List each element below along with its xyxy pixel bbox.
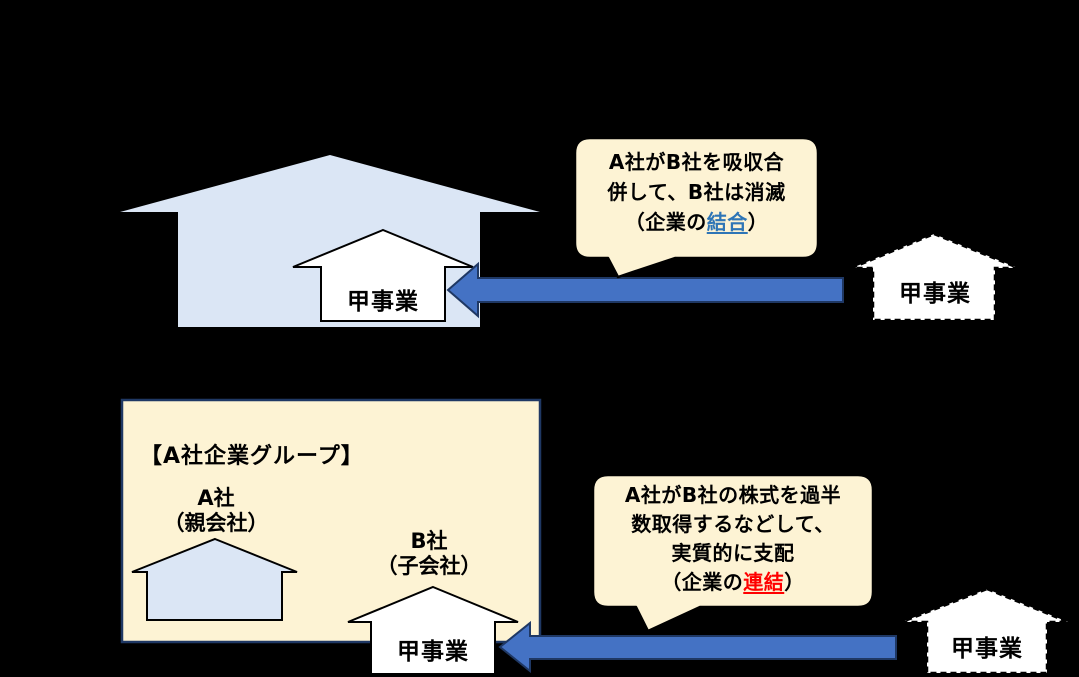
acquisition-bubble-line2: 数取得するなどして、 xyxy=(631,512,835,536)
merge-bubble-line3-suffix: ） xyxy=(747,210,769,234)
transferred-business-house-bottom xyxy=(901,587,1069,675)
acquisition-bubble-line3: 実質的に支配 xyxy=(671,541,795,565)
transferred-business-house-bottom-label: 甲事業 xyxy=(951,636,1023,662)
merge-bubble-line3-prefix: （企業の xyxy=(624,210,707,234)
acquisition-arrow xyxy=(498,620,897,674)
subsidiary-company-label: B社 （子会社） xyxy=(329,529,529,579)
parent-company-label: A社 （親会社） xyxy=(116,486,316,536)
subsidiary-business-house xyxy=(347,585,519,675)
merge-speech-bubble xyxy=(573,136,820,279)
acquisition-bubble-line4-prefix: （企業の xyxy=(661,570,744,594)
parent-company-house xyxy=(131,537,298,621)
group-box-title: 【A社企業グループ】 xyxy=(140,444,364,469)
acquisition-bubble-line1: A社がB社の株式を過半 xyxy=(624,483,842,507)
acquisition-bubble-text: A社がB社の株式を過半 数取得するなどして、 実質的に支配 （企業の連結） xyxy=(593,481,873,597)
acquisition-bubble-line4-suffix: ） xyxy=(784,570,805,594)
subsidiary-business-house-label: 甲事業 xyxy=(397,639,469,665)
business-house-top-label: 甲事業 xyxy=(347,289,419,315)
transferred-business-house-top xyxy=(851,232,1019,322)
subsidiary-company-role: （子会社） xyxy=(376,554,482,578)
acquisition-speech-bubble xyxy=(591,473,875,633)
merge-bubble-line3: （企業の結合） xyxy=(575,207,818,237)
merge-arrow xyxy=(446,261,844,319)
transferred-business-house-top-label: 甲事業 xyxy=(899,281,971,307)
merge-bubble-line1: A社がB社を吸収合 xyxy=(608,150,785,174)
subsidiary-company-name: B社 xyxy=(410,529,448,553)
business-house-top xyxy=(292,228,474,322)
parent-company-role: （親会社） xyxy=(163,511,269,535)
acquisition-bubble-line4: （企業の連結） xyxy=(593,568,873,597)
merge-bubble-line2: 併して、B社は消滅 xyxy=(607,180,786,204)
merge-bubble-text: A社がB社を吸収合 併して、B社は消滅 （企業の結合） xyxy=(575,147,818,237)
acquisition-keyword: 連結 xyxy=(743,570,785,594)
merge-keyword-link[interactable]: 結合 xyxy=(706,210,748,234)
parent-company-name: A社 xyxy=(197,486,235,510)
